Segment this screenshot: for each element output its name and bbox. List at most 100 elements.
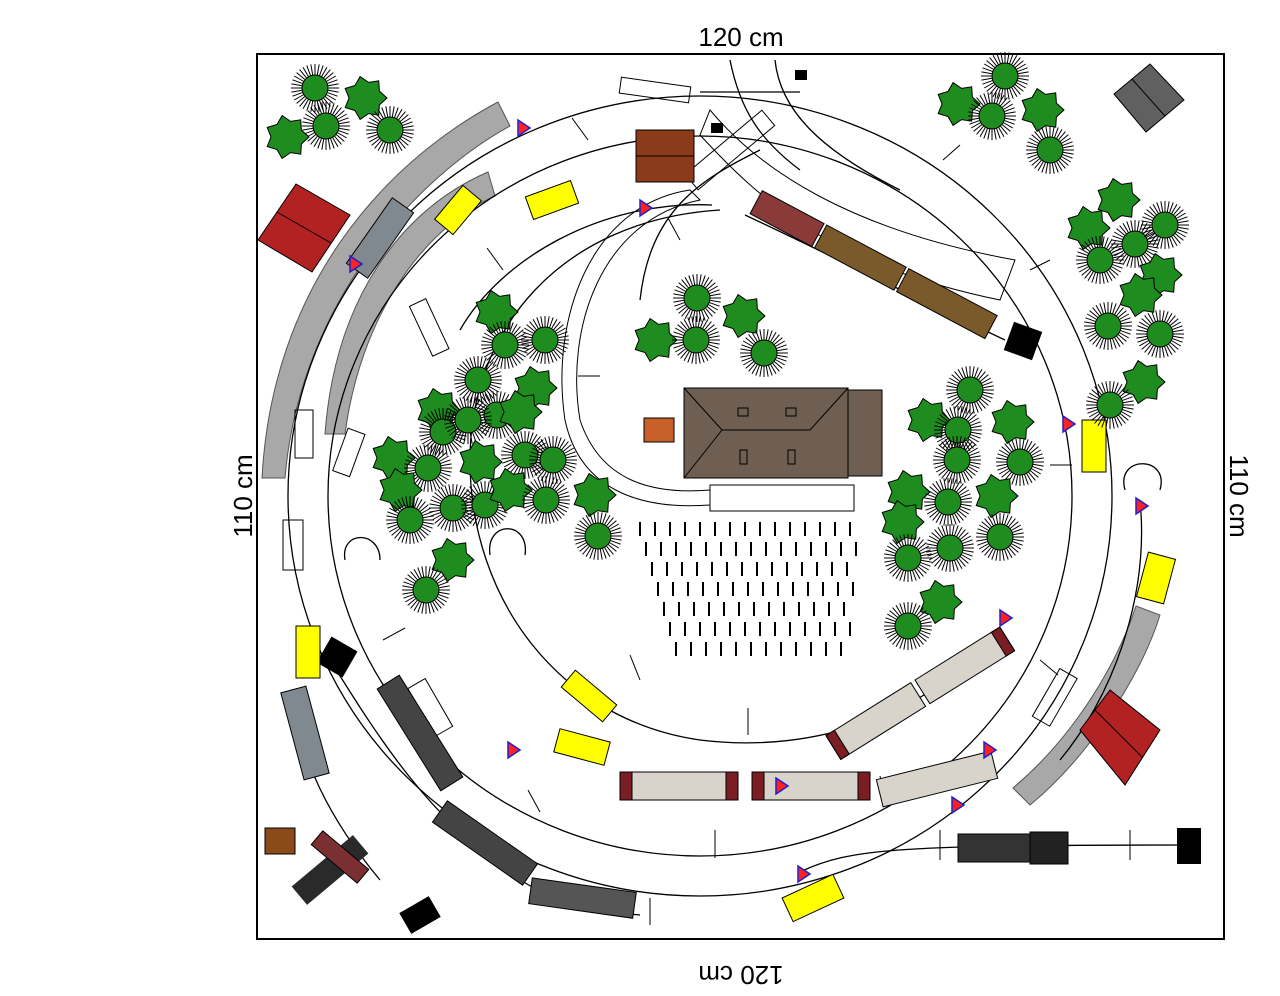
tree: [574, 512, 622, 560]
tree: [1076, 236, 1124, 284]
tree: [673, 274, 721, 322]
tree: [1136, 310, 1184, 358]
tree: [937, 81, 981, 127]
tree: [404, 444, 452, 492]
tree: [386, 496, 434, 544]
passenger-coaches-right: [825, 626, 1016, 761]
tree: [521, 316, 569, 364]
grey-shed-northeast: [1113, 63, 1185, 133]
tree: [968, 92, 1016, 140]
passenger-coaches-bottom: [619, 750, 999, 808]
brown-shed-north: [635, 129, 695, 183]
dimension-bottom: 120 cm: [698, 960, 783, 990]
tree: [366, 106, 414, 154]
tree: [454, 356, 502, 404]
right-siding: [1059, 499, 1143, 761]
track-joints: [382, 117, 1131, 925]
tree: [634, 317, 678, 363]
tree: [444, 396, 492, 444]
small-hut-southwest: [264, 827, 296, 855]
top-siding-c: [774, 59, 901, 191]
red-house-east: [1079, 689, 1161, 786]
small-hut-station: [643, 417, 675, 443]
east-loop-stub: [1123, 463, 1162, 491]
joint: [942, 144, 961, 161]
tree: [1026, 126, 1074, 174]
tree: [919, 579, 963, 625]
freight-train: [749, 190, 998, 340]
joint: [667, 217, 681, 241]
middle-loop: [327, 135, 1073, 857]
tree: [975, 473, 1019, 519]
tree: [344, 75, 388, 121]
tree: [946, 366, 994, 414]
turnout: [332, 427, 366, 478]
tree: [419, 408, 467, 456]
turnout: [408, 298, 450, 357]
reverse-loop-track: [639, 149, 761, 301]
platform-east: [1012, 605, 1161, 806]
joint: [571, 117, 589, 141]
tree: [884, 602, 932, 650]
water-crane-southwest: [291, 830, 370, 905]
tree: [933, 436, 981, 484]
buildings: [257, 63, 1185, 905]
tree: [481, 321, 529, 369]
dark-train-southwest: [376, 674, 637, 919]
tree: [926, 524, 974, 572]
tree: [522, 476, 570, 524]
tree: [475, 289, 519, 335]
tree: [981, 52, 1029, 100]
joint: [629, 654, 641, 681]
turnout: [294, 409, 314, 459]
joint: [1029, 259, 1051, 271]
tree: [1086, 381, 1134, 429]
station-building: [683, 387, 883, 512]
steam-locomotive-bottom: [957, 831, 1069, 865]
signals: [349, 118, 1150, 884]
red-house-west: [257, 183, 351, 273]
tree: [302, 102, 350, 150]
turnout: [1031, 667, 1078, 727]
parking-rows: [639, 522, 857, 656]
tree: [499, 389, 543, 435]
bottom-siding: [799, 844, 1201, 873]
dimension-left: 110 cm: [228, 454, 258, 537]
tree: [934, 406, 982, 454]
buffer-stops: [316, 70, 1201, 934]
dimension-top: 120 cm: [698, 22, 783, 52]
top-siding-b: [729, 59, 801, 171]
turnout: [282, 519, 304, 571]
tree: [1122, 359, 1166, 405]
tree: [976, 513, 1024, 561]
tree: [402, 566, 450, 614]
tree: [991, 399, 1035, 445]
tree: [1141, 201, 1189, 249]
joint: [382, 627, 406, 641]
rolling-stock: [280, 190, 1069, 919]
trees: [266, 52, 1189, 650]
west-loop-stub: [344, 537, 381, 561]
outer-loop: [287, 95, 1113, 897]
reverse-loop-outline: [699, 109, 1016, 301]
turnout: [618, 76, 692, 104]
tree: [740, 329, 788, 377]
tree: [291, 64, 339, 112]
yellow-items: [295, 179, 1177, 923]
joint: [527, 789, 541, 813]
tank-car-southwest: [280, 685, 330, 781]
tree: [431, 537, 475, 583]
tree: [529, 436, 577, 484]
tree: [1084, 302, 1132, 350]
platform-west-outer: [261, 101, 511, 479]
dimension-right: 110 cm: [1224, 454, 1254, 537]
tree: [884, 534, 932, 582]
joint: [486, 247, 504, 271]
tree: [722, 293, 766, 339]
tree: [1097, 177, 1141, 223]
tree: [1021, 87, 1065, 133]
tree: [266, 114, 310, 160]
tree: [881, 499, 925, 545]
tank-car-west: [345, 197, 415, 279]
inner-loop-stub: [489, 528, 526, 556]
